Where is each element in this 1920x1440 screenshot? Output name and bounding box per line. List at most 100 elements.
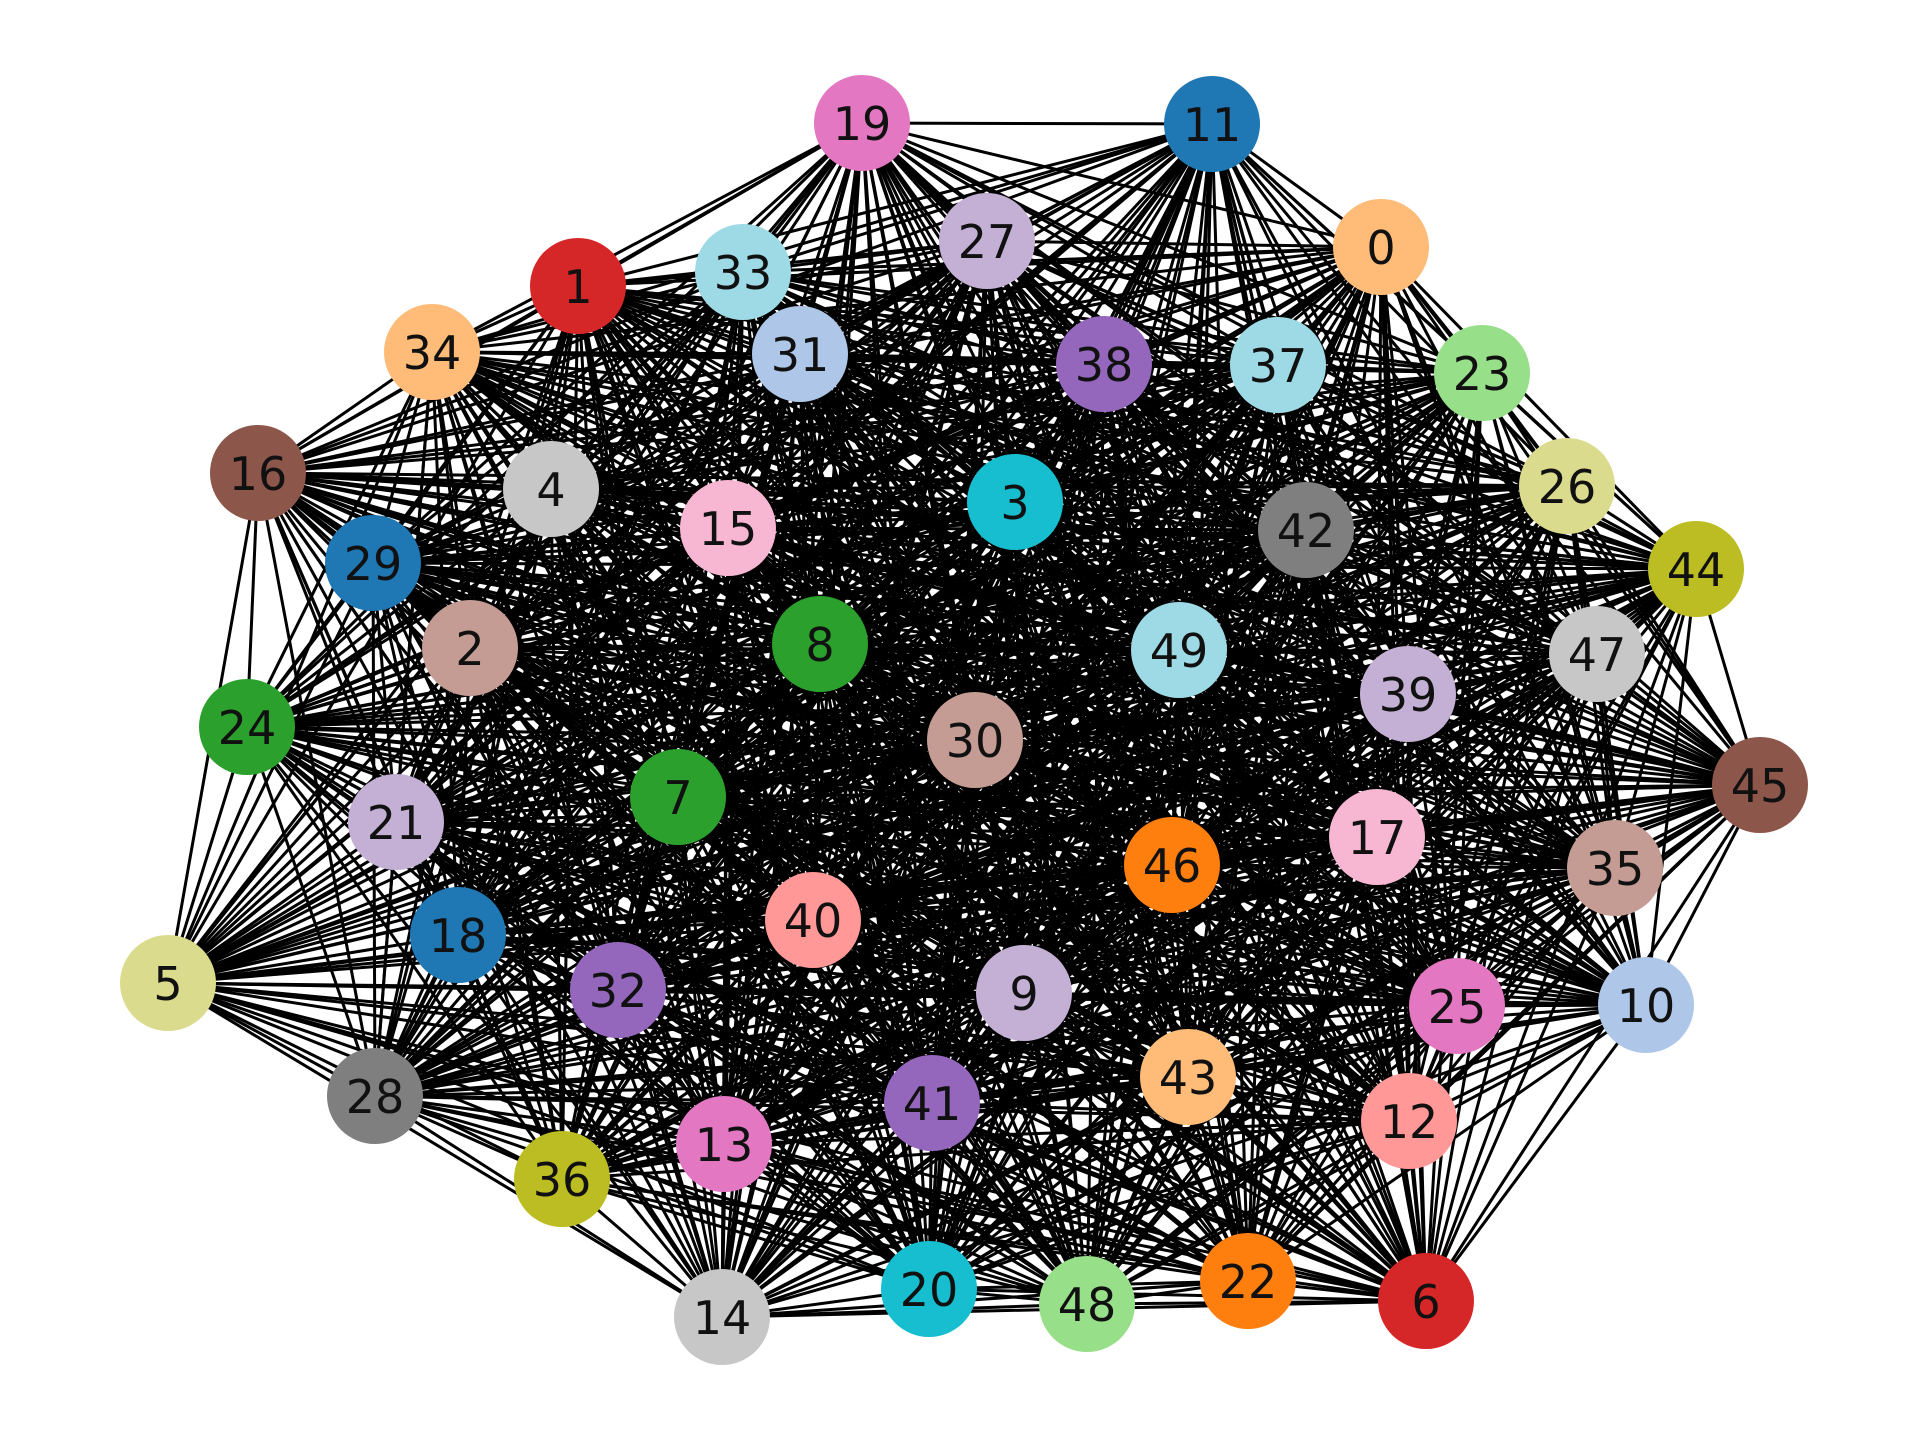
node-circle — [1124, 817, 1220, 913]
edge-32-46 — [616, 863, 1174, 992]
node-32: 32 — [570, 942, 666, 1038]
edge-27-49 — [985, 239, 1181, 652]
node-label: 22 — [1219, 1255, 1278, 1309]
edge-29-49 — [371, 561, 1181, 652]
edge-17-32 — [616, 835, 1379, 992]
node-9: 9 — [976, 945, 1072, 1041]
node-circle — [1360, 646, 1456, 742]
node-label: 37 — [1249, 339, 1308, 393]
node-34: 34 — [384, 304, 480, 400]
node-label: 42 — [1277, 504, 1336, 558]
node-label: 11 — [1183, 98, 1242, 152]
edge-24-28 — [245, 725, 377, 1098]
edge-37-49 — [1177, 363, 1280, 652]
node-circle — [884, 1055, 980, 1151]
node-label: 2 — [455, 622, 484, 676]
edge-29-39 — [371, 561, 1410, 696]
edge-40-49 — [811, 648, 1181, 922]
node-label: 39 — [1379, 668, 1438, 722]
node-circle — [1200, 1233, 1296, 1329]
node-label: 48 — [1058, 1278, 1117, 1332]
edge-36-47 — [560, 652, 1599, 1181]
node-27: 27 — [939, 193, 1035, 289]
node-12: 12 — [1361, 1073, 1457, 1169]
edge-42-43 — [1186, 528, 1308, 1079]
edge-12-48 — [1085, 1119, 1411, 1306]
node-circle — [325, 515, 421, 611]
node-29: 29 — [325, 515, 421, 611]
node-label: 33 — [714, 246, 773, 300]
node-label: 3 — [1000, 476, 1029, 530]
node-6: 6 — [1378, 1253, 1474, 1349]
edge-36-37 — [560, 363, 1280, 1181]
node-circle — [1409, 958, 1505, 1054]
edge-40-44 — [811, 567, 1698, 922]
edge-24-38 — [245, 362, 1106, 729]
edge-7-29 — [371, 561, 680, 799]
edge-21-26 — [394, 484, 1569, 824]
node-circle — [1258, 482, 1354, 578]
node-circle — [1230, 317, 1326, 413]
edge-33-35 — [741, 270, 1617, 870]
node-circle — [1519, 438, 1615, 534]
edge-26-38 — [1102, 362, 1569, 488]
edge-30-41 — [930, 738, 977, 1105]
edge-27-37 — [985, 239, 1280, 367]
node-14: 14 — [674, 1269, 770, 1365]
edge-19-41 — [860, 121, 934, 1105]
node-10: 10 — [1598, 957, 1694, 1053]
edge-26-43 — [1186, 484, 1569, 1079]
node-circle — [772, 596, 868, 692]
edge-30-32 — [616, 738, 977, 992]
node-circle — [680, 480, 776, 576]
edge-37-45 — [1276, 363, 1762, 787]
node-circle — [1039, 1256, 1135, 1352]
node-circle — [422, 600, 518, 696]
edge-20-43 — [927, 1075, 1190, 1291]
edge-23-45 — [1480, 371, 1762, 787]
edge-24-36 — [245, 725, 564, 1181]
node-label: 18 — [429, 909, 488, 963]
node-36: 36 — [514, 1131, 610, 1227]
edge-39-46 — [1170, 692, 1410, 867]
node-circle — [1712, 737, 1808, 833]
node-label: 4 — [536, 463, 565, 517]
edge-5-29 — [166, 561, 375, 985]
node-circle — [752, 306, 848, 402]
node-circle — [1378, 1253, 1474, 1349]
node-label: 46 — [1143, 839, 1202, 893]
node-circle — [120, 935, 216, 1031]
node-circle — [199, 679, 295, 775]
node-13: 13 — [676, 1096, 772, 1192]
node-44: 44 — [1648, 521, 1744, 617]
edge-19-34 — [430, 121, 864, 354]
edge-12-35 — [1407, 866, 1617, 1123]
edge-10-14 — [720, 1003, 1648, 1319]
edge-38-40 — [811, 362, 1106, 922]
node-circle — [570, 942, 666, 1038]
edge-34-39 — [430, 350, 1410, 696]
edge-39-40 — [811, 692, 1410, 922]
edge-32-43 — [616, 988, 1190, 1079]
node-circle — [1164, 76, 1260, 172]
edge-23-32 — [616, 371, 1484, 992]
edge-17-29 — [371, 561, 1379, 839]
node-label: 27 — [958, 215, 1017, 269]
edge-37-43 — [1186, 363, 1280, 1079]
node-label: 21 — [367, 796, 426, 850]
node-label: 23 — [1453, 347, 1512, 401]
edge-42-44 — [1304, 528, 1698, 571]
node-circle — [765, 872, 861, 968]
node-7: 7 — [630, 749, 726, 845]
edge-28-45 — [373, 783, 1762, 1098]
node-label: 41 — [903, 1077, 962, 1131]
edge-20-36 — [560, 1177, 931, 1291]
edge-45-46 — [1170, 783, 1762, 867]
node-label: 25 — [1428, 980, 1487, 1034]
node-4: 4 — [503, 441, 599, 537]
edge-24-39 — [245, 692, 1410, 729]
edge-30-31 — [798, 352, 977, 742]
node-circle — [348, 774, 444, 870]
node-23: 23 — [1434, 325, 1530, 421]
edge-25-28 — [373, 1004, 1459, 1098]
